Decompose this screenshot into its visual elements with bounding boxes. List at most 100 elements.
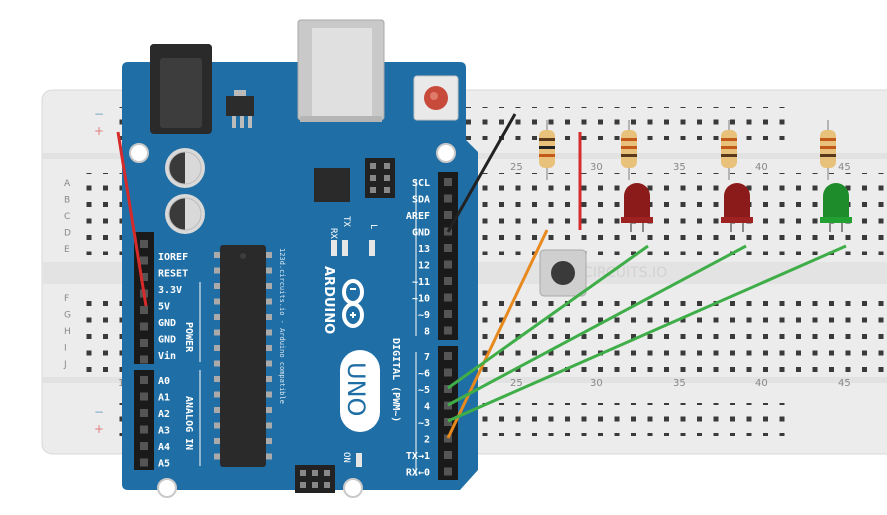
header-pin[interactable] <box>140 322 148 331</box>
column-number: 30 <box>590 162 603 173</box>
header-pin[interactable] <box>444 293 452 302</box>
column-number: 30 <box>590 378 603 389</box>
header-pin[interactable] <box>140 392 148 401</box>
header-pin[interactable] <box>140 256 148 265</box>
digital-header-upper[interactable] <box>438 172 458 340</box>
capacitor <box>165 148 205 188</box>
header-pin[interactable] <box>140 425 148 434</box>
header-pin[interactable] <box>444 260 452 269</box>
reset-button[interactable] <box>413 75 459 121</box>
atmega-chip <box>214 245 272 467</box>
header-pin[interactable] <box>444 244 452 252</box>
resistor-2[interactable] <box>621 120 637 180</box>
power-pin-label: Vin <box>158 350 176 362</box>
resistor-1[interactable] <box>539 120 555 180</box>
model-name: UNO <box>342 362 370 416</box>
mounting-hole <box>129 143 149 163</box>
mounting-hole <box>436 143 456 163</box>
wires[interactable] <box>116 113 847 439</box>
digital-pin-label: 7 <box>424 352 430 363</box>
led-green[interactable] <box>820 183 852 232</box>
header-pin[interactable] <box>444 326 452 335</box>
icsp-header-bottom <box>295 465 335 493</box>
led-red-2[interactable] <box>721 183 753 232</box>
digital-pin-label: GND <box>412 228 430 239</box>
tx-label: TX <box>341 216 351 227</box>
column-number: 40 <box>755 378 768 389</box>
wire-green-led1[interactable] <box>447 244 649 390</box>
uno-badge: UNO <box>340 350 380 432</box>
column-number: 35 <box>673 162 686 173</box>
header-pin[interactable] <box>140 355 148 364</box>
rail-minus-top: − <box>94 107 104 121</box>
header-pin[interactable] <box>140 409 148 417</box>
header-pin[interactable] <box>444 401 452 410</box>
row-letter: B <box>64 196 70 206</box>
header-pin[interactable] <box>444 194 452 203</box>
digital-pin-label: ~10 <box>412 294 430 305</box>
board-tagline: 123d.circuits.io - Arduino compatible <box>278 248 286 404</box>
wire-red-5v[interactable] <box>116 131 148 307</box>
header-pin[interactable] <box>444 310 452 318</box>
column-number: 45 <box>838 162 851 173</box>
digital-pin-label: ~11 <box>412 277 430 288</box>
header-pin[interactable] <box>444 451 452 459</box>
header-pin[interactable] <box>444 434 452 443</box>
analog-label: ANALOG IN <box>183 396 194 450</box>
push-button[interactable] <box>539 249 587 297</box>
analog-header[interactable] <box>134 370 154 470</box>
header-pin[interactable] <box>444 277 452 285</box>
header-pin[interactable] <box>444 178 452 186</box>
l-label: L <box>368 224 378 229</box>
header-pin[interactable] <box>444 211 452 219</box>
power-pin-label: GND <box>158 335 176 346</box>
row-letter: C <box>64 212 70 222</box>
header-pin[interactable] <box>444 352 452 360</box>
header-pin[interactable] <box>140 458 148 467</box>
column-number: 40 <box>755 162 768 173</box>
header-pin[interactable] <box>140 339 148 347</box>
row-letter: E <box>64 245 70 255</box>
capacitor <box>165 194 205 234</box>
digital-pin-label: ~9 <box>418 310 430 321</box>
digital-pin-label: ~3 <box>418 418 430 429</box>
analog-pin-label: A5 <box>158 459 170 470</box>
wire-orange-button[interactable] <box>446 229 549 439</box>
digital-pin-label: 12 <box>418 261 430 272</box>
digital-pin-label: SCL <box>412 178 430 189</box>
digital-pin-label: ~6 <box>418 369 430 380</box>
wire-black-gnd[interactable] <box>446 113 517 233</box>
power-pin-label: 5V <box>158 302 170 313</box>
header-pin[interactable] <box>444 385 452 393</box>
led-red-1[interactable] <box>621 183 653 232</box>
header-pin[interactable] <box>140 240 148 248</box>
header-pin[interactable] <box>140 376 148 384</box>
column-number: 25 <box>510 378 523 389</box>
row-letter: A <box>64 179 71 189</box>
analog-pin-label: A1 <box>158 393 170 404</box>
header-pin[interactable] <box>444 418 452 426</box>
header-pin[interactable] <box>140 273 148 281</box>
header-pin[interactable] <box>444 467 452 476</box>
header-pin[interactable] <box>140 442 148 450</box>
row-letter: J <box>63 360 67 370</box>
arduino-board[interactable]: RX TX L 123d.circuits.io - Arduino compa… <box>122 19 478 498</box>
header-pin[interactable] <box>444 368 452 377</box>
header-pin[interactable] <box>140 306 148 314</box>
wire-green-led2[interactable] <box>447 244 747 407</box>
tx-led <box>342 240 348 256</box>
column-number: 25 <box>510 162 523 173</box>
digital-pin-label: 4 <box>424 402 430 413</box>
resistor-3[interactable] <box>721 120 737 180</box>
digital-pin-label: ~5 <box>418 385 430 396</box>
resistor-4[interactable] <box>820 120 836 180</box>
wire-green-led3[interactable] <box>447 244 847 423</box>
column-numbers-top: 25 30 35 40 45 <box>510 162 851 173</box>
digital-header-lower[interactable] <box>438 346 458 480</box>
